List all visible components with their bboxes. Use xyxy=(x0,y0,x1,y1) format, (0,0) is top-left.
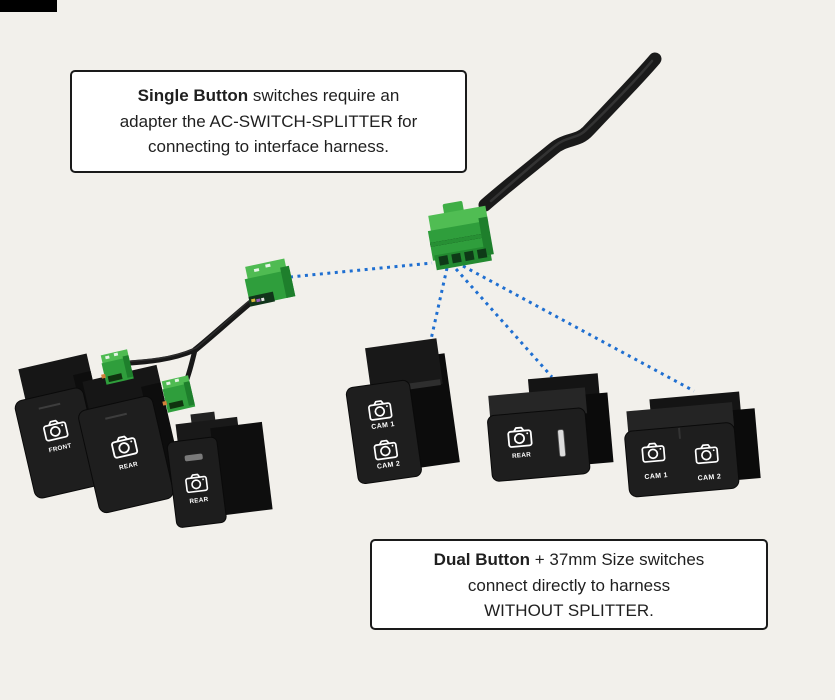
switch-dv-top-block xyxy=(365,338,443,394)
switch-37r-indicator-bar xyxy=(557,429,567,458)
wire-tip-orange xyxy=(101,373,106,379)
switch-dh-cam2-label: CAM 2 xyxy=(697,473,721,482)
wire-tip-orange xyxy=(162,400,168,406)
switch-rear-face xyxy=(78,395,174,514)
switch-rear-label: REAR xyxy=(119,461,139,472)
callout-line: Dual Button + 37mm Size switches xyxy=(372,547,766,573)
callout-text: switches require an xyxy=(248,86,400,105)
dotted-line-splitter xyxy=(289,261,433,279)
switch-rear-37mm-left: REAR xyxy=(166,411,273,528)
switch-37l-face xyxy=(166,436,227,528)
switch-37l-indicator-slot xyxy=(184,453,203,462)
switch-37l-label: REAR xyxy=(189,496,209,505)
switch-clip-connector-2 xyxy=(161,375,196,413)
switch-dh-cam1-label: CAM 1 xyxy=(644,472,668,481)
callout-line: adapter the AC-SWITCH-SPLITTER for xyxy=(119,111,418,131)
switch-clip-connector-1 xyxy=(100,349,134,385)
switch-dual-vertical: CAM 1 CAM 2 xyxy=(345,338,460,485)
callout-bold-text: Single Button xyxy=(137,86,249,105)
callout-line: connecting to interface harness. xyxy=(148,137,389,156)
harness-connector xyxy=(427,201,494,271)
callout-line: WITHOUT SPLITTER. xyxy=(484,601,654,620)
switch-rear-37mm-right: REAR xyxy=(487,373,614,482)
harness-cable xyxy=(469,52,662,218)
switch-dv-face xyxy=(345,379,422,485)
dotted-line-dual-vertical xyxy=(428,267,449,345)
connector-pin-slots xyxy=(438,248,488,266)
switch-dv-cam1-label: CAM 1 xyxy=(371,421,395,431)
switch-dh-divider xyxy=(678,427,681,439)
callout-bold-text: Dual Button xyxy=(433,550,530,569)
switch-dv-cam2-label: CAM 2 xyxy=(376,461,400,471)
switch-37r-label: REAR xyxy=(512,451,532,460)
switch-rear-groove xyxy=(105,412,127,420)
splitter-connector xyxy=(244,258,296,307)
switch-front-groove xyxy=(38,402,61,410)
single-button-callout: Single Button switches require an adapte… xyxy=(70,70,467,173)
wire-tip-white xyxy=(261,297,265,302)
dotted-connection-lines xyxy=(289,261,695,393)
dotted-line-rear-37mm xyxy=(454,268,554,378)
switch-37r-face xyxy=(487,407,591,482)
switch-rear-single: REAR xyxy=(78,364,186,514)
switch-37r-side xyxy=(581,392,614,465)
wire-tip-yellow xyxy=(251,298,256,303)
wire-tip-purple xyxy=(256,298,261,303)
switch-dh-face xyxy=(624,422,740,498)
callout-text: + 37mm Size switches xyxy=(530,550,705,569)
dotted-line-dual-horizontal xyxy=(462,264,695,393)
dual-button-callout: Dual Button + 37mm Size switches connect… xyxy=(370,539,768,630)
callout-line: Single Button switches require an xyxy=(72,83,465,109)
switch-37l-side xyxy=(210,421,273,516)
switch-dual-horizontal: CAM 1 CAM 2 xyxy=(624,391,761,498)
callout-line: connect directly to harness xyxy=(467,575,671,595)
corner-mark xyxy=(0,0,57,12)
